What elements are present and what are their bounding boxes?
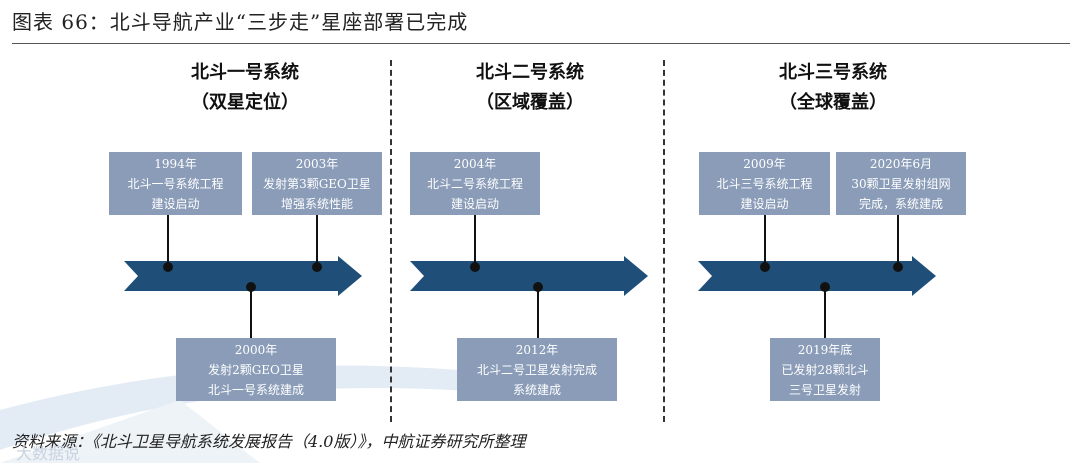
phase-3-title: 北斗三号系统 [779,62,887,83]
event-text: 发射2颗GEO卫星 [208,362,304,377]
event-text: 三号卫星发射 [788,382,861,397]
event-date: 2009年 [743,156,786,171]
event-stem [537,287,539,339]
event-dot [163,262,173,272]
event-date: 1994年 [154,156,197,171]
phase-2-title: 北斗二号系统 [476,62,584,83]
event-date: 2019年底 [797,342,853,357]
event-box-1994: 1994年 北斗一号系统工程 建设启动 [109,152,242,215]
event-dot [312,262,322,272]
event-text: 30颗卫星发射组网 [851,176,951,191]
event-text: 增强系统性能 [280,196,353,211]
event-date: 2020年6月 [869,156,933,171]
event-dot [470,262,480,272]
event-text: 完成，系统建成 [858,196,943,211]
event-date: 2004年 [453,156,497,171]
timeline-arrow-1 [124,256,362,296]
phase-divider-1 [390,60,392,422]
event-date: 2012年 [515,342,559,357]
phase-1-subtitle: （双星定位） [191,92,299,113]
event-text: 建设启动 [151,196,200,211]
event-text: 北斗三号系统工程 [716,176,813,191]
phase-3-subtitle: （全球覆盖） [779,92,887,113]
event-text: 建设启动 [740,196,789,211]
event-dot [760,262,770,272]
event-stem [316,215,318,267]
event-date: 2000年 [234,342,278,357]
title-rule [12,43,1070,44]
event-text: 北斗一号系统建成 [207,382,304,397]
watermark-logo-text: 大数据说 [16,444,81,463]
event-stem [167,215,169,267]
event-text: 发射第3颗GEO卫星 [263,176,371,191]
event-text: 北斗一号系统工程 [127,176,224,191]
event-text: 北斗二号卫星发射完成 [476,362,597,377]
event-text: 已发射28颗北斗 [781,362,869,377]
phase-divider-2 [663,60,665,422]
event-text: 建设启动 [450,196,499,211]
figure-title: 图表 66：北斗导航产业“三步走”星座部署已完成 [12,10,469,34]
event-box-2012: 2012年 北斗二号卫星发射完成 系统建成 [457,338,617,401]
event-date: 2003年 [295,156,339,171]
timeline-arrow-3 [698,256,936,296]
event-box-2000: 2000年 发射2颗GEO卫星 北斗一号系统建成 [176,338,336,401]
event-stem [764,215,766,267]
event-dot [893,262,903,272]
event-box-2004: 2004年 北斗二号系统工程 建设启动 [410,152,540,215]
phase-1-title: 北斗一号系统 [191,62,299,83]
event-stem [897,215,899,267]
source-note: 资料来源：《北斗卫星导航系统发展报告（4.0版）》，中航证券研究所整理 [12,432,526,451]
event-box-2003: 2003年 发射第3颗GEO卫星 增强系统性能 [252,152,382,215]
event-text: 系统建成 [512,382,561,397]
event-box-2009: 2009年 北斗三号系统工程 建设启动 [699,152,830,215]
event-text: 北斗二号系统工程 [426,176,523,191]
event-box-2019: 2019年底 已发射28颗北斗 三号卫星发射 [770,338,880,401]
event-box-2020: 2020年6月 30颗卫星发射组网 完成，系统建成 [836,152,966,215]
phase-2-subtitle: （区域覆盖） [476,92,584,113]
event-stem [474,215,476,267]
timeline-arrow-2 [410,256,648,296]
event-stem [824,287,826,339]
event-stem [250,287,252,339]
